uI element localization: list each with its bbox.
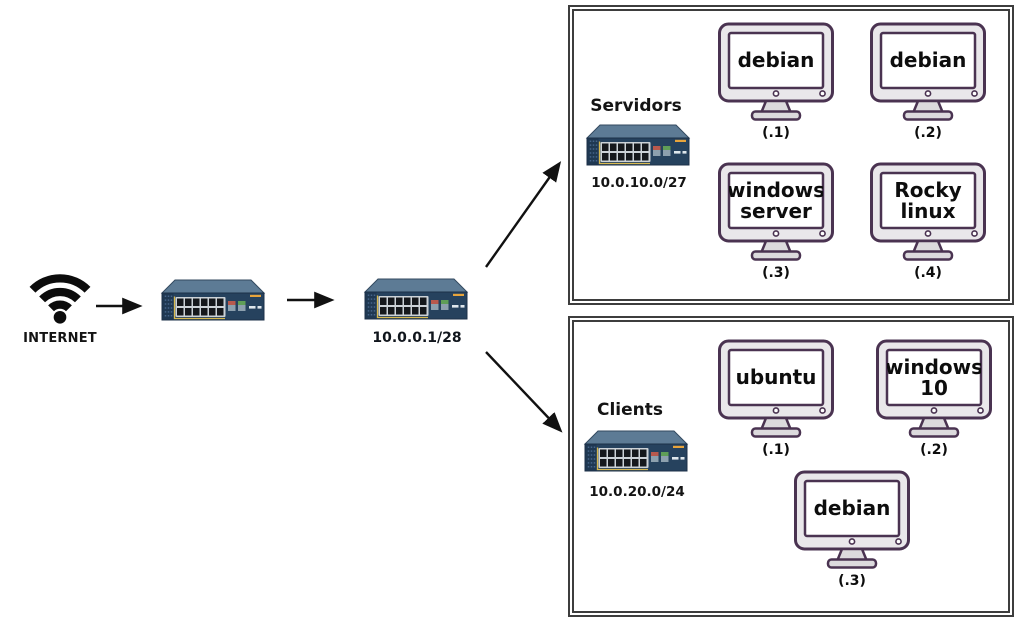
host-servidors-1: debian (.1): [716, 22, 836, 144]
host-clients-1: ubuntu (.1): [716, 339, 836, 461]
servidors-switch-icon: [583, 123, 695, 171]
host-servidors-4: Rocky linux (.4): [868, 162, 988, 284]
host-os-label: ubuntu: [735, 365, 817, 389]
clients-zone-label: Clients: [596, 400, 663, 420]
host-os-label: Rocky linux: [894, 177, 962, 223]
servidors-zone-label: Servidors: [590, 96, 682, 116]
internet-label: INTERNET: [23, 331, 97, 346]
host-servidors-2: debian (.2): [868, 22, 988, 144]
host-addr-label: (.2): [914, 125, 942, 141]
host-clients-2: windows 10 (.2): [874, 339, 994, 461]
gateway-switch-icon: [158, 278, 270, 326]
servidors-subnet-label: 10.0.10.0/27: [591, 175, 687, 191]
clients-subnet-label: 10.0.20.0/24: [589, 484, 685, 500]
host-addr-label: (.4): [914, 265, 942, 281]
host-servidors-3: windows server (.3): [716, 162, 836, 284]
host-addr-label: (.2): [920, 442, 948, 458]
host-os-label: debian: [813, 496, 891, 520]
host-clients-3: debian (.3): [792, 470, 912, 592]
clients-switch-icon: [581, 429, 693, 477]
host-addr-label: (.1): [762, 442, 790, 458]
host-os-label: debian: [889, 48, 967, 72]
core-router-label: 10.0.0.1/28: [372, 330, 462, 346]
host-os-label: windows 10: [887, 354, 981, 400]
host-os-label: debian: [737, 48, 815, 72]
host-addr-label: (.3): [838, 573, 866, 589]
core-router-icon: [361, 277, 473, 325]
host-os-label: windows server: [729, 177, 823, 223]
host-addr-label: (.1): [762, 125, 790, 141]
wifi-internet-icon: [29, 274, 91, 324]
host-addr-label: (.3): [762, 265, 790, 281]
